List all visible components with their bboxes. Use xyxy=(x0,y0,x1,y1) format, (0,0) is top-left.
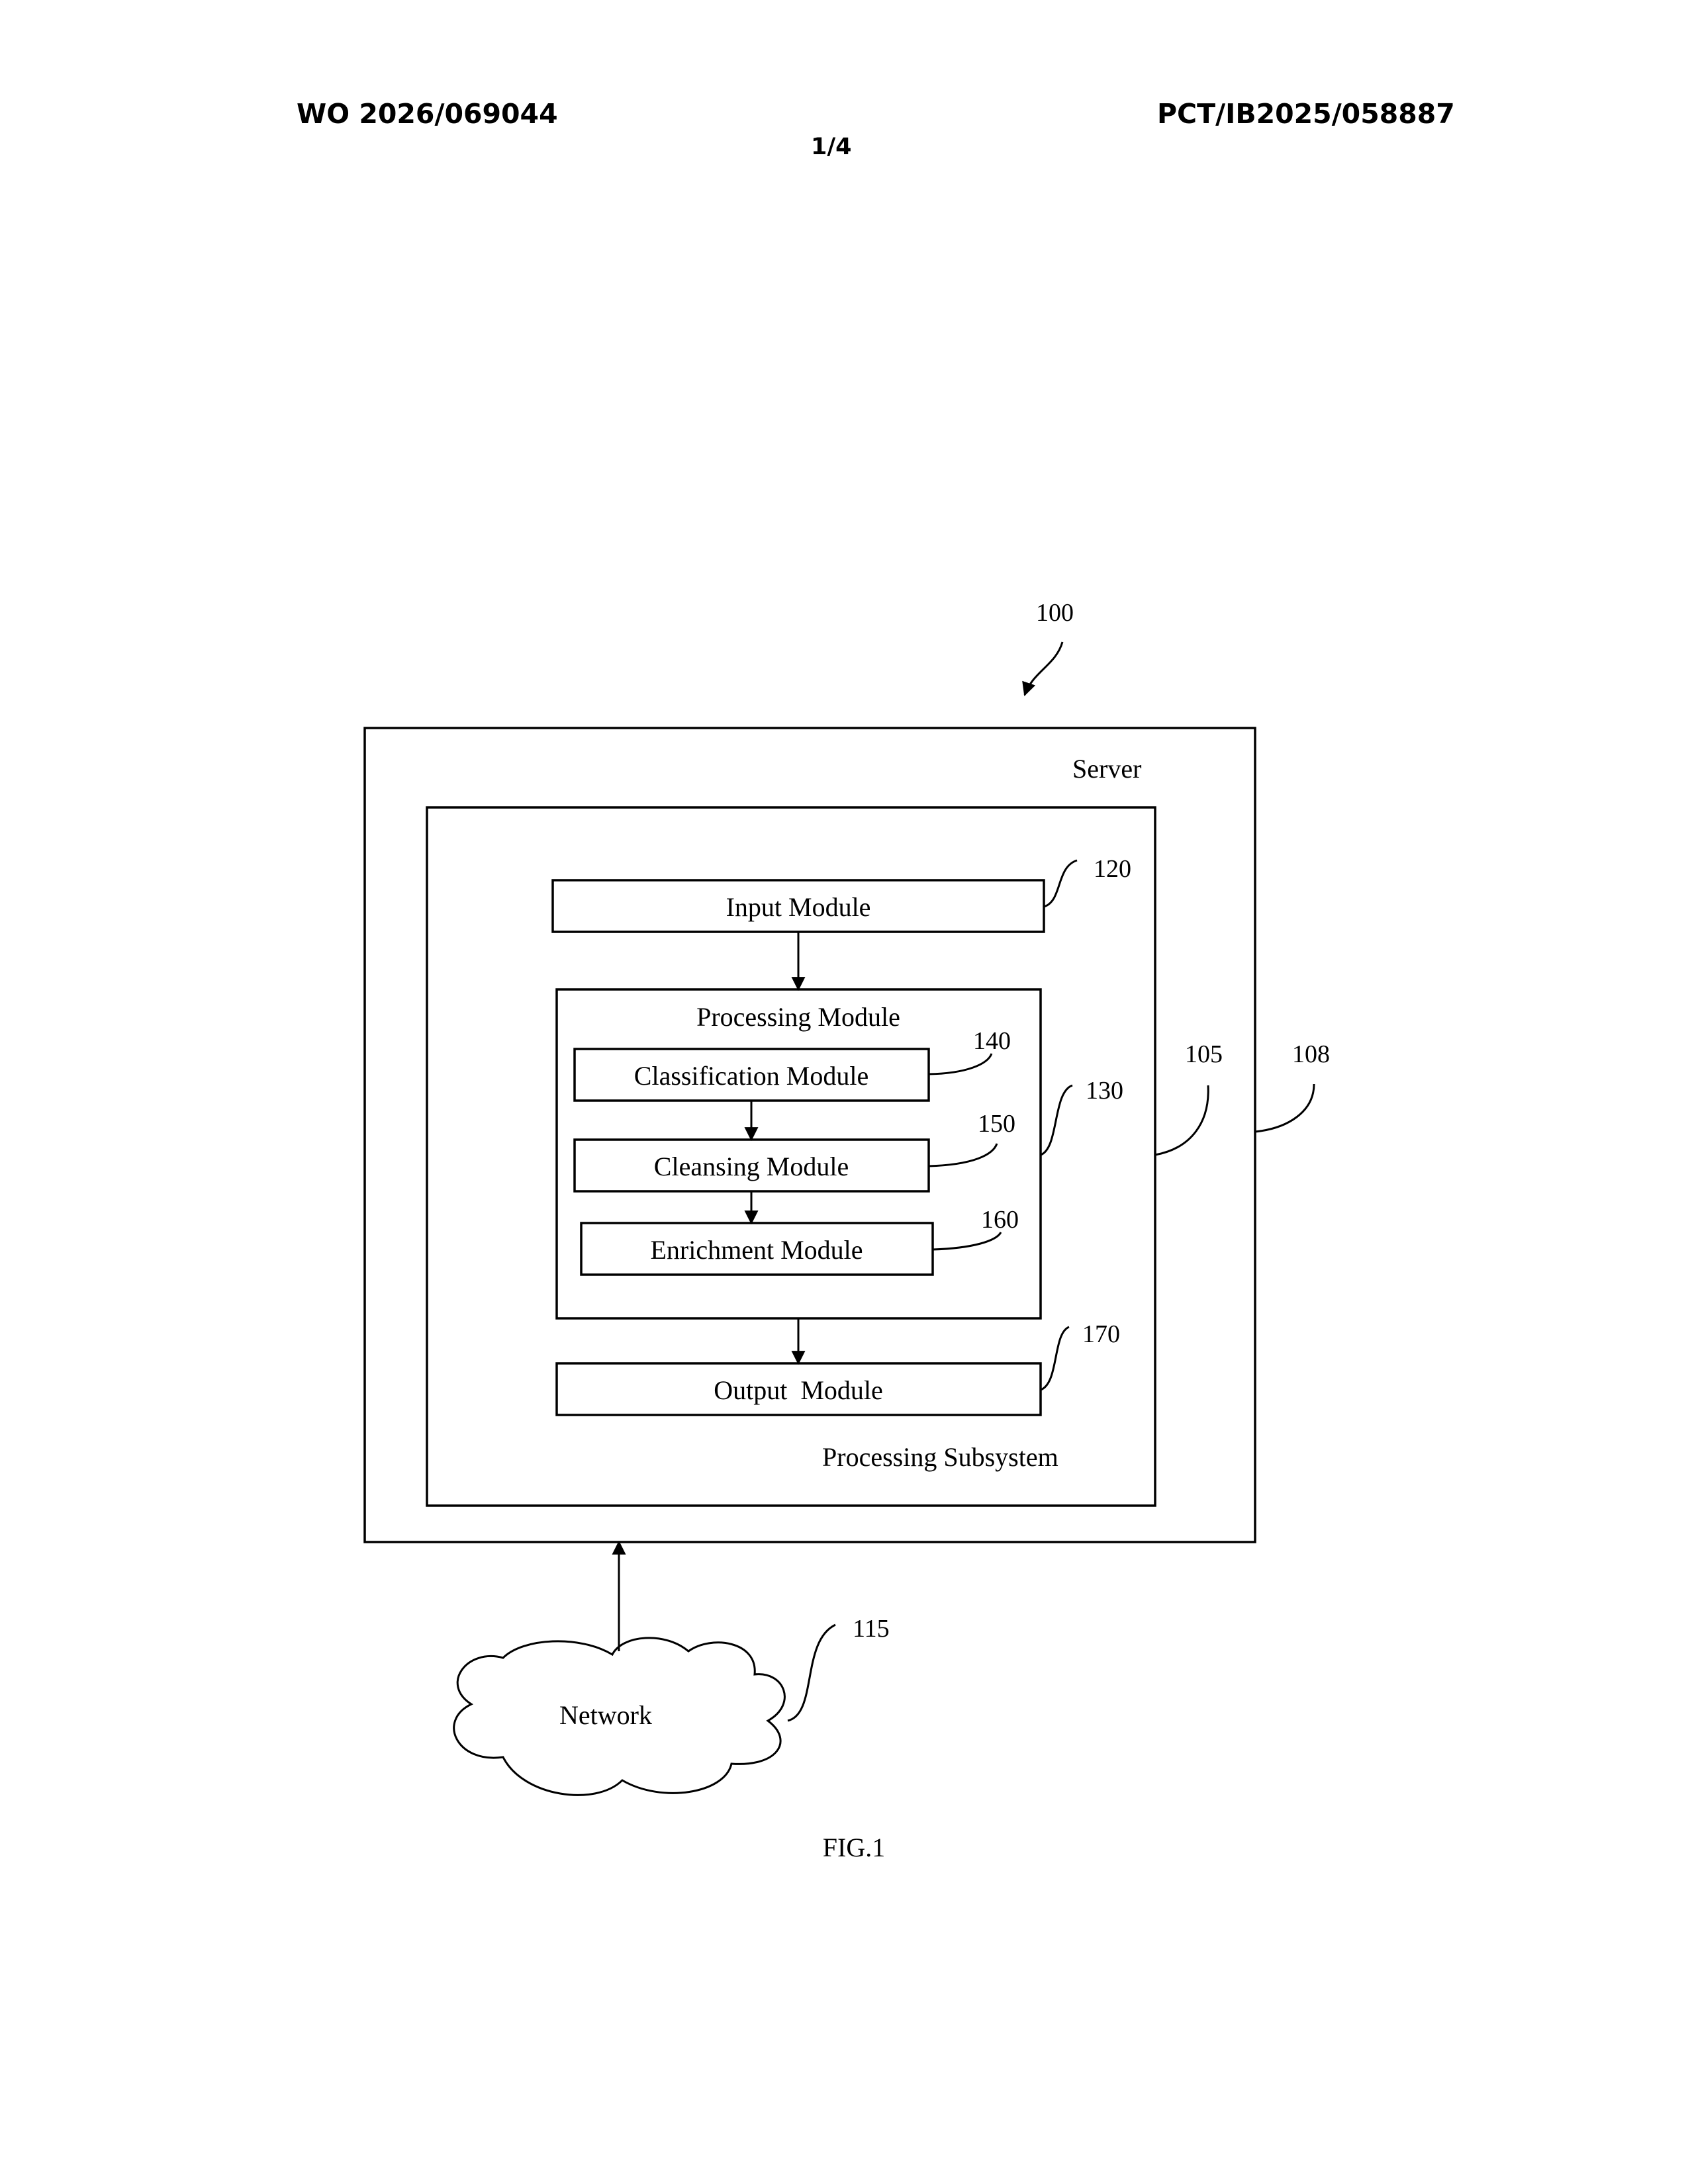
input-module-label: Input Module xyxy=(726,892,871,922)
figure-caption: FIG.1 xyxy=(823,1833,885,1862)
processing-module-label: Processing Module xyxy=(696,1002,900,1032)
classification-module-ref-label: 140 xyxy=(973,1027,1011,1055)
server-box xyxy=(365,728,1255,1542)
enrichment-module-leader-line xyxy=(933,1232,1001,1250)
processing-subsystem-label: Processing Subsystem xyxy=(822,1442,1058,1472)
classification-module-label: Classification Module xyxy=(634,1061,868,1091)
processing-subsystem-leader-line xyxy=(1155,1085,1208,1155)
cleansing-module-label: Cleansing Module xyxy=(654,1152,849,1181)
network-leader-line xyxy=(788,1625,835,1721)
cleansing-module-ref-label: 150 xyxy=(978,1110,1015,1138)
processing-module-ref-label: 130 xyxy=(1086,1077,1123,1105)
output-module-label: Output Module xyxy=(714,1375,883,1405)
output-module-leader-line xyxy=(1041,1327,1069,1390)
input-module-ref-label: 120 xyxy=(1094,855,1131,883)
cleansing-module-leader-line xyxy=(929,1144,997,1166)
server-ref-label: 108 xyxy=(1292,1040,1330,1068)
input-module-leader-line xyxy=(1044,860,1077,907)
processing-module-leader-line xyxy=(1041,1085,1072,1155)
network-ref-label: 115 xyxy=(853,1615,890,1643)
system-ref-label: 100 xyxy=(1036,599,1074,627)
classification-module-leader-line xyxy=(929,1054,992,1074)
system-ref-arrow xyxy=(1025,642,1062,695)
network-label: Network xyxy=(559,1700,652,1730)
enrichment-module-ref-label: 160 xyxy=(981,1206,1019,1234)
enrichment-module-label: Enrichment Module xyxy=(650,1235,863,1265)
server-label: Server xyxy=(1072,754,1141,784)
output-module-ref-label: 170 xyxy=(1082,1320,1120,1348)
processing-subsystem-ref-label: 105 xyxy=(1185,1040,1223,1068)
server-leader-line xyxy=(1255,1084,1314,1132)
